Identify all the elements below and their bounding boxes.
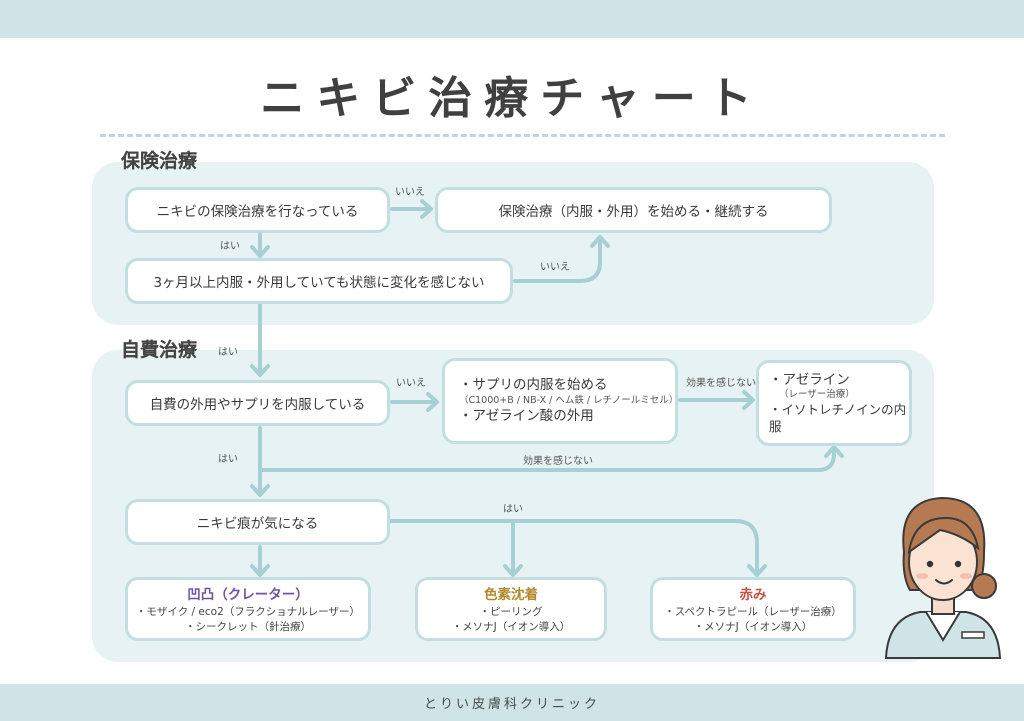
node-azelain: ・アゼライン （レーザー治療） ・イソトレチノインの内服 [756, 360, 912, 446]
node-azelain-line2: （レーザー治療） [779, 388, 855, 400]
node-scar-question-text: ニキビ痕が気になる [196, 516, 319, 532]
node-three-months-question: 3ヶ月以上内服・外用していても状態に変化を感じない [125, 258, 513, 304]
label-no-effect-2: 効果を感じない [523, 456, 593, 467]
page-title: ニキビ治療チャート [260, 73, 764, 124]
node-insurance-question-text: ニキビの保険治療を行なっている [156, 204, 359, 220]
node-azelain-line1: ・アゼライン [769, 371, 850, 388]
label-no-effect-1: 効果を感じない [686, 378, 756, 389]
node-supplement: ・サプリの内服を始める （C1000+B / NB-X / ヘム鉄 / レチノー… [442, 358, 678, 444]
node-supplement-line3: ・アゼライン酸の外用 [459, 408, 594, 425]
node-pigment-item2: ・メソナJ（イオン導入） [451, 621, 571, 633]
node-selfpay-question: 自費の外用やサプリを内服している [125, 380, 390, 426]
label-yes-3: はい [218, 454, 238, 465]
label-no-3: いいえ [396, 378, 426, 389]
node-insurance-question: ニキビの保険治療を行なっている [125, 187, 390, 233]
section-label-insurance: 保険治療 [121, 150, 198, 172]
section-label-selfpay: 自費治療 [121, 339, 198, 361]
label-no-1: いいえ [395, 187, 425, 198]
label-yes-2: はい [218, 347, 238, 358]
node-insurance-start: 保険治療（内服・外用）を始める・継続する [435, 187, 832, 233]
node-supplement-line2: （C1000+B / NB-X / ヘム鉄 / レチノールミセル） [459, 394, 679, 406]
label-no-2: いいえ [540, 262, 570, 273]
node-supplement-line1: ・サプリの内服を始める [459, 377, 608, 394]
node-azelain-line3: ・イソトレチノインの内服 [769, 401, 907, 434]
node-redness-title: 赤み [739, 587, 767, 604]
node-concave-item1: ・モザイク / eco2（フラクショナルレーザー） [135, 606, 361, 619]
node-pigment: 色素沈着 ・ピーリング ・メソナJ（イオン導入） [415, 577, 607, 641]
node-pigment-title: 色素沈着 [484, 587, 538, 604]
top-banner [0, 0, 1024, 38]
label-yes-4: はい [503, 504, 523, 515]
node-redness: 赤み ・スペクトラピール（レーザー治療） ・メソナJ（イオン導入） [650, 577, 856, 641]
node-redness-item2: ・メソナJ（イオン導入） [693, 621, 813, 633]
label-yes-1: はい [220, 241, 240, 252]
doctor-illustration-icon [884, 496, 1002, 659]
node-redness-item1: ・スペクトラピール（レーザー治療） [664, 606, 842, 619]
node-scar-question: ニキビ痕が気になる [125, 499, 390, 545]
node-insurance-start-text: 保険治療（内服・外用）を始める・継続する [498, 204, 769, 220]
node-pigment-item1: ・ピーリング [479, 606, 543, 619]
node-selfpay-question-text: 自費の外用やサプリを内服している [149, 397, 366, 413]
node-concave: 凹凸（クレーター） ・モザイク / eco2（フラクショナルレーザー） ・シーク… [125, 577, 371, 641]
node-concave-title: 凹凸（クレーター） [187, 587, 309, 604]
node-three-months-question-text: 3ヶ月以上内服・外用していても状態に変化を感じない [153, 275, 485, 291]
node-concave-item2: ・シークレット（針治療） [185, 621, 311, 633]
title-divider [100, 134, 945, 137]
footer-clinic-name: とりい皮膚科クリニック [0, 684, 1024, 721]
